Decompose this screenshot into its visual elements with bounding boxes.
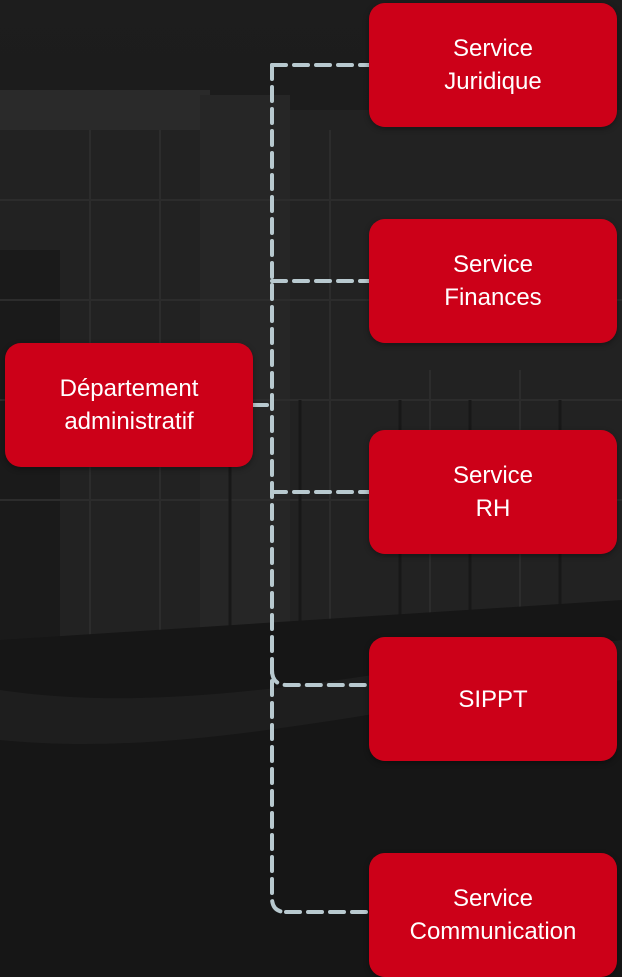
node-label: Communication (409, 918, 577, 945)
node-label: Service (452, 462, 534, 489)
node-service-finances: Service Finances (369, 219, 617, 343)
node-label: RH (475, 495, 511, 522)
node-service-rh: Service RH (369, 430, 617, 554)
node-service-communication: Service Communication (369, 853, 617, 977)
node-label: Juridique (444, 68, 542, 95)
node-label: Service (452, 35, 534, 62)
node-label: administratif (64, 408, 194, 435)
connector-trunk (270, 63, 288, 914)
node-service-juridique: Service Juridique (369, 3, 617, 127)
node-label: Service (452, 885, 533, 912)
node-label: Finances (444, 284, 542, 311)
node-label: SIPPT (458, 685, 528, 713)
node-sippt: SIPPT (369, 637, 617, 761)
connector-sippt (270, 668, 371, 687)
node-departement-administratif: Département administratif (5, 343, 253, 467)
node-label: Service (452, 251, 533, 278)
node-label: Département (59, 375, 199, 402)
